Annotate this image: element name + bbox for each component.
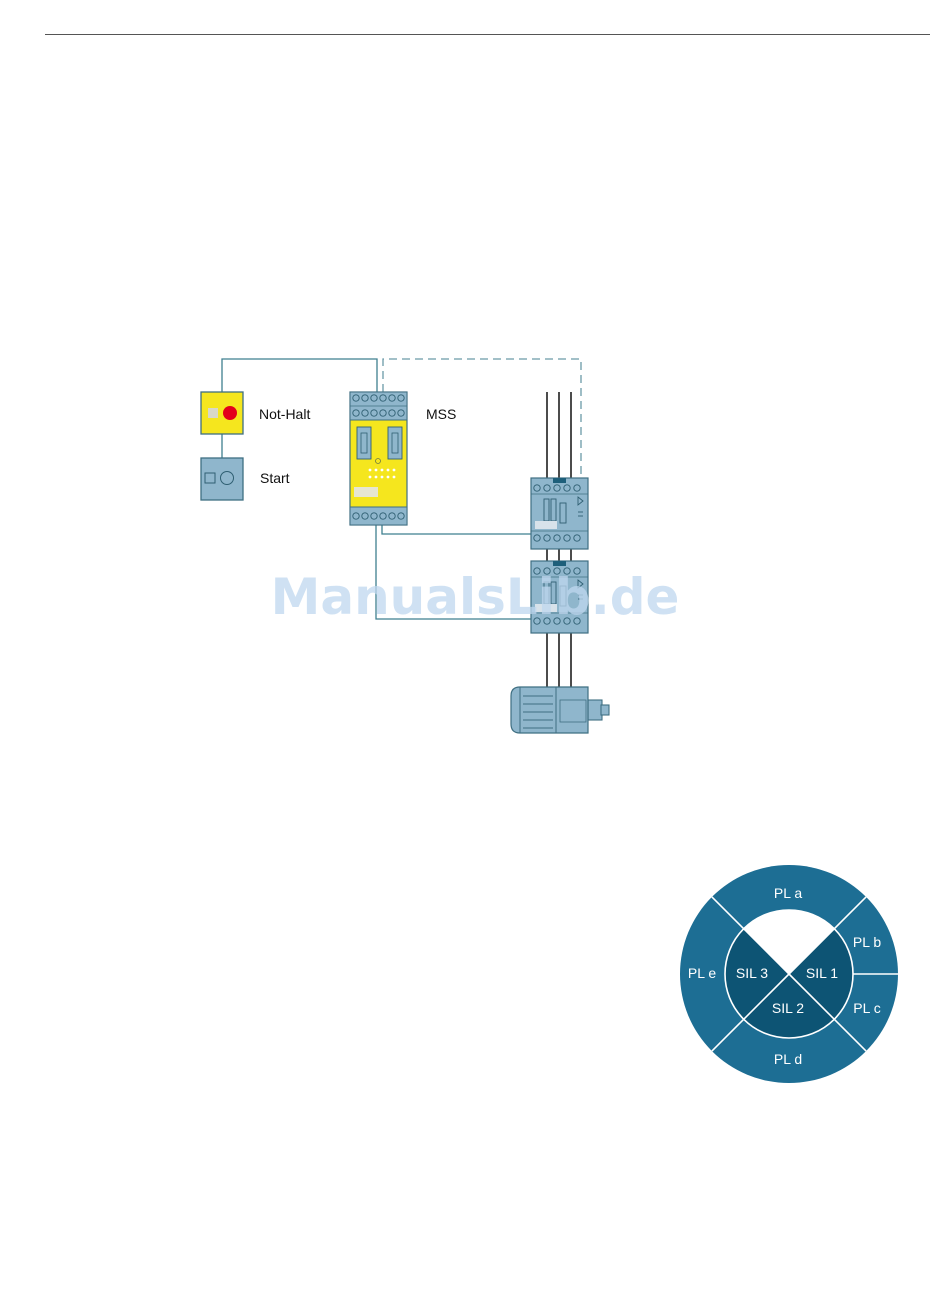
- sil-3-label: SIL 3: [736, 965, 768, 981]
- motor: [511, 687, 609, 733]
- pl-c-label: PL c: [853, 1000, 881, 1016]
- emergency-stop-button: [201, 392, 243, 434]
- estop-wire: [222, 359, 377, 392]
- mss-label: MSS: [426, 406, 456, 422]
- pl-e-label: PL e: [688, 965, 716, 981]
- emergency-stop-label: Not-Halt: [259, 406, 310, 422]
- pl-b-label: PL b: [853, 934, 881, 950]
- mss-safety-relay: [350, 392, 407, 525]
- contactor-1: [531, 478, 588, 549]
- pl-sil-ring: PL a PL b PL c PL d PL e SIL 1 SIL 2 SIL…: [680, 865, 898, 1083]
- mss-contactor1-wire: [382, 525, 531, 534]
- sil-1-label: SIL 1: [806, 965, 838, 981]
- watermark-text: ManualsLib.de: [271, 568, 680, 626]
- pl-a-label: PL a: [774, 885, 802, 901]
- circuit-diagram: Not-Halt Start: [201, 359, 609, 733]
- sil-2-label: SIL 2: [772, 1000, 804, 1016]
- start-label: Start: [260, 470, 290, 486]
- start-button: [201, 458, 243, 500]
- pl-d-label: PL d: [774, 1051, 802, 1067]
- feedback-loop-dashed: [383, 359, 581, 478]
